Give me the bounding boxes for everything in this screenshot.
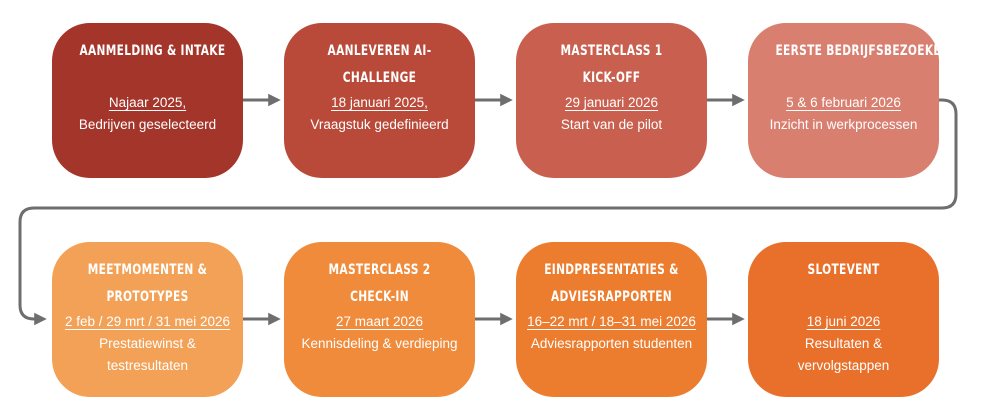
card-title-line: SLOTEVENT xyxy=(807,262,880,278)
card-description-line: Start van de pilot xyxy=(560,117,663,132)
card-title: MASTERCLASS 2 CHECK-IN xyxy=(290,257,469,311)
card-date: 29 januari 2026 xyxy=(564,95,659,110)
card-title: SLOTEVENT xyxy=(754,257,933,311)
card-date: 18 juni 2026 xyxy=(806,314,881,329)
card-title-line: AANLEVEREN AI- xyxy=(327,43,432,59)
card-title-line: KICK-OFF xyxy=(582,70,641,86)
arrow-wrap-card4-card5 xyxy=(18,98,958,326)
card-description: Start van de pilot xyxy=(522,114,701,136)
card-date: 18 januari 2025, xyxy=(331,95,428,110)
card-title-line: MASTERCLASS 1 xyxy=(560,43,663,59)
card-title: EINDPRESENTATIES & ADVIESRAPPORTEN xyxy=(522,257,701,311)
card-aanmelding-intake: AANMELDING & INTAKE Najaar 2025, Bedrijv… xyxy=(52,23,243,178)
card-description-line: vervolgstappen xyxy=(797,358,890,373)
card-eindpresentaties-adviesrapporten: EINDPRESENTATIES & ADVIESRAPPORTEN 16–22… xyxy=(516,242,707,397)
card-description-line: Resultaten & xyxy=(804,336,883,351)
card-title-line: ADVIESRAPPORTEN xyxy=(551,289,672,305)
card-date: Najaar 2025, xyxy=(108,95,187,110)
card-title: MEETMOMENTEN & PROTOTYPES xyxy=(58,257,237,311)
card-title-line: MASTERCLASS 2 xyxy=(328,262,431,278)
card-title-line: EERSTE BEDRIJFSBEZOEKEN xyxy=(775,43,951,59)
card-description: Inzicht in werkprocessen xyxy=(754,114,933,136)
card-description-line: testresultaten xyxy=(106,358,189,373)
card-description-line: Inzicht in werkprocessen xyxy=(769,117,918,132)
card-description-line: Bedrijven geselecteerd xyxy=(78,117,217,132)
card-slotevent: SLOTEVENT 18 juni 2026 Resultaten & verv… xyxy=(748,242,939,397)
card-date: 16–22 mrt / 18–31 mei 2026 xyxy=(527,314,696,329)
card-title-line: EINDPRESENTATIES & xyxy=(544,262,679,278)
card-title-line: PROTOTYPES xyxy=(106,289,189,305)
card-aanleveren-ai-challenge: AANLEVEREN AI- CHALLENGE 18 januari 2025… xyxy=(284,23,475,178)
card-date: 5 & 6 februari 2026 xyxy=(786,95,901,110)
card-title-line: AANMELDING & INTAKE xyxy=(79,43,226,59)
card-date: 2 feb / 29 mrt / 31 mei 2026 xyxy=(64,314,231,329)
card-description: Kennisdeling & verdieping xyxy=(290,333,469,355)
card-description-line: Kennisdeling & verdieping xyxy=(301,336,458,351)
card-description: Adviesrapporten studenten xyxy=(522,333,701,355)
card-title: AANMELDING & INTAKE xyxy=(58,38,237,92)
card-masterclass-1-kick-off: MASTERCLASS 1 KICK-OFF 29 januari 2026 S… xyxy=(516,23,707,178)
card-title: AANLEVEREN AI- CHALLENGE xyxy=(290,38,469,92)
card-eerste-bedrijfsbezoeken: EERSTE BEDRIJFSBEZOEKEN 5 & 6 februari 2… xyxy=(748,23,951,178)
card-description: Bedrijven geselecteerd xyxy=(58,114,237,136)
card-title-line: CHECK-IN xyxy=(350,289,409,305)
card-description: Prestatiewinst & testresultaten xyxy=(58,333,237,377)
card-description-line: Vraagstuk gedefinieerd xyxy=(310,117,449,132)
card-title-line: CHALLENGE xyxy=(342,70,417,86)
card-date: 27 maart 2026 xyxy=(335,314,424,329)
card-masterclass-2-check-in: MASTERCLASS 2 CHECK-IN 27 maart 2026 Ken… xyxy=(284,242,475,397)
card-title: MASTERCLASS 1 KICK-OFF xyxy=(522,38,701,92)
card-description: Vraagstuk gedefinieerd xyxy=(290,114,469,136)
card-title: EERSTE BEDRIJFSBEZOEKEN xyxy=(754,38,951,92)
card-title-line: MEETMOMENTEN & xyxy=(87,262,208,278)
card-meetmomenten-prototypes: MEETMOMENTEN & PROTOTYPES 2 feb / 29 mrt… xyxy=(52,242,243,397)
card-description-line: Prestatiewinst & xyxy=(99,336,196,351)
card-description-line: Adviesrapporten studenten xyxy=(530,336,693,351)
card-description: Resultaten & vervolgstappen xyxy=(754,333,933,377)
